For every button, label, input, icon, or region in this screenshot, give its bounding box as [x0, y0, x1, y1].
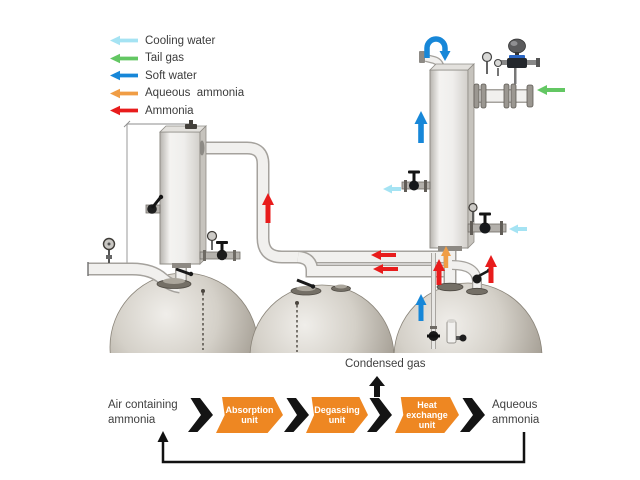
column-side-valve [145, 194, 164, 214]
cooling-inlet-valve [467, 202, 507, 235]
legend-label: Soft water [145, 69, 197, 82]
tank-left-level-gauge [201, 289, 205, 350]
u-turn-arrow [424, 36, 451, 61]
legend-item-ammonia: Ammonia [110, 102, 244, 120]
legend: Cooling water Tail gas Soft water Aqueou… [110, 32, 244, 120]
soft-water-arrow-icon [110, 71, 138, 81]
aqueous-ammonia-up-arrow [441, 246, 451, 268]
transfer-pipe [297, 250, 452, 278]
recycle-loop-arrow [157, 431, 526, 464]
tank-middle-port-flange [290, 278, 351, 296]
ammonia-up-arrow [262, 193, 274, 223]
legend-item-soft-water: Soft water [110, 67, 244, 85]
condensed-gas-label: Condensed gas [345, 358, 426, 370]
tank-left-port-flange [156, 267, 194, 289]
tail-gas-arrow-icon [110, 53, 138, 63]
legend-item-cooling-water: Cooling water [110, 32, 244, 50]
cooling-water-left-arrow [383, 184, 401, 194]
heat-exchange-column [429, 63, 475, 251]
ammonia-arrow-icon [110, 106, 138, 116]
ammonia-up-arrow [485, 255, 497, 283]
absorption-column [159, 120, 207, 268]
legend-label: Cooling water [145, 34, 216, 47]
tail-gas-left-arrow [537, 85, 565, 95]
drain-valve [427, 319, 467, 344]
cooling-water-arrow-icon [110, 36, 138, 46]
cooling-outlet-valve [401, 170, 431, 192]
absorption-unit-block: Absorption unit [216, 397, 283, 433]
tank-fittings [156, 267, 491, 296]
soft-water-up-arrow [415, 294, 427, 321]
soft-water-up-arrow [414, 111, 428, 143]
heat-exchange-unit-block: Heat exchange unit [395, 397, 459, 433]
pressure-gauge [481, 51, 493, 74]
legend-label: Aqueous ammonia [145, 87, 245, 100]
base-valve-gauge [199, 230, 241, 261]
tank-middle-level-gauge [295, 301, 299, 352]
legend-label: Ammonia [145, 104, 194, 117]
ammonia-left-arrow [371, 250, 396, 260]
degassing-unit-block: Degassing unit [306, 397, 368, 433]
aqueous-ammonia-arrow-icon [110, 88, 138, 98]
tank-right-port-flange [436, 268, 491, 296]
pipe-flanges [473, 83, 534, 109]
legend-label: Tail gas [145, 52, 184, 65]
legend-item-aqueous-ammonia: Aqueous ammonia [110, 85, 244, 103]
condensed-gas-up-arrow [369, 376, 385, 386]
flow-arrows [262, 36, 565, 321]
instrumentation [102, 38, 540, 344]
condensed-gas-arrow-stem [374, 385, 380, 397]
cooling-water-left-arrow [509, 224, 527, 234]
flow-input-label: Air containing ammonia [108, 399, 178, 426]
ammonia-up-arrow [433, 259, 445, 285]
pressure-gauge [493, 58, 503, 76]
control-valve-assembly [481, 38, 540, 84]
tank-middle [249, 284, 395, 353]
legend-item-tail-gas: Tail gas [110, 50, 244, 68]
column-top-cap [185, 124, 197, 129]
overhead-pipe [196, 141, 452, 264]
sight-glass [446, 320, 457, 344]
ammonia-left-arrow [373, 264, 398, 274]
flow-output-label: Aqueous ammonia [492, 399, 540, 426]
pressure-gauge [102, 237, 116, 263]
